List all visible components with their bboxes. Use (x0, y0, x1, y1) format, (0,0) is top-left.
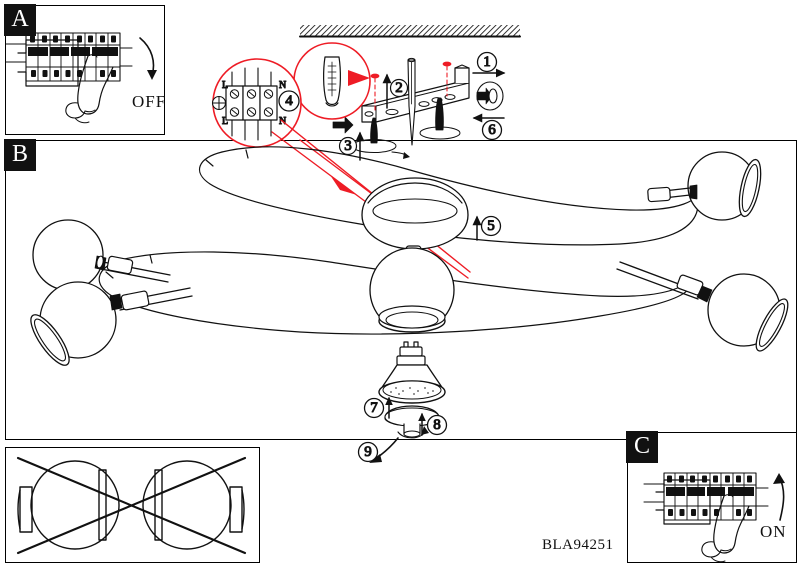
model-number: BLA94251 (542, 537, 614, 553)
panel-tag-c: C (626, 431, 658, 463)
callout-4-number: 4 (285, 93, 293, 109)
ceiling-hatch-band (299, 25, 521, 38)
on-label: ON (760, 522, 787, 541)
terminal-label-neutral-bottom: N (279, 116, 286, 127)
callout-6-number: 6 (488, 122, 496, 138)
panel-tag-b-letter: B (11, 141, 28, 167)
terminal-label-live-top: L (222, 80, 228, 91)
callout-9-number: 9 (364, 444, 372, 460)
panel-tag-b: B (4, 139, 36, 171)
terminal-label-live-bottom: L (222, 116, 228, 127)
callout-2-group: 2 (382, 73, 409, 109)
bracket-screw-long (407, 57, 416, 146)
earth-symbol (211, 95, 227, 111)
wall-plug-right (419, 97, 461, 140)
terminal-label-neutral-top: N (279, 80, 286, 91)
screw-alignment-line (374, 65, 448, 113)
panel-tag-a: A (4, 4, 36, 36)
callout-1-number: 1 (483, 54, 491, 70)
panel-tag-a-letter: A (11, 6, 29, 32)
panel-tag-c-letter: C (633, 433, 650, 459)
wall-plug-magnifier (293, 42, 371, 120)
callout-9-group: 9 (357, 437, 399, 463)
callout-1-6-group: 1 6 (472, 51, 506, 141)
callout-2-number: 2 (395, 80, 403, 96)
prohibited-orientation-panel (5, 447, 260, 563)
off-label: OFF (132, 92, 167, 111)
plug-tool-icon (332, 116, 354, 134)
assembly-panel (5, 140, 797, 440)
